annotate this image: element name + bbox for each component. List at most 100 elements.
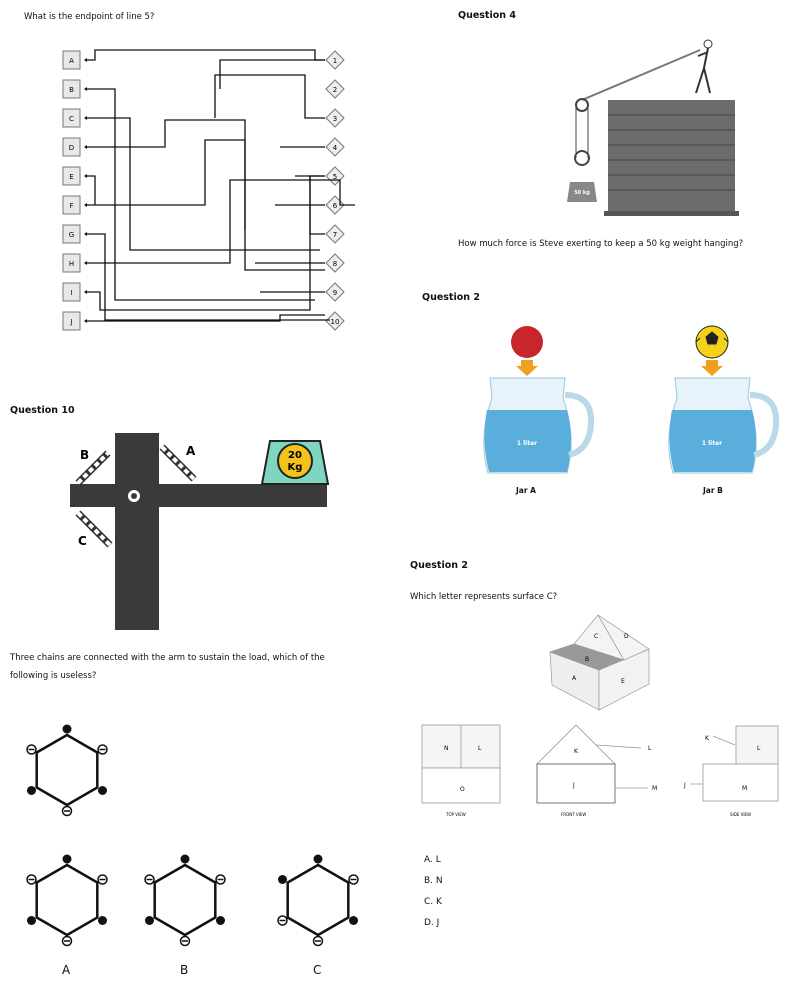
svg-text:M: M — [652, 785, 657, 792]
hexagon-option-a — [35, 863, 99, 937]
q2-jars-heading: Question 2 — [422, 292, 480, 303]
wiring-right-diamond — [325, 50, 345, 70]
wiring-left-box — [62, 311, 81, 331]
svg-text:J: J — [572, 782, 575, 789]
svg-text:K: K — [574, 748, 579, 755]
option-a[interactable]: A. L — [424, 855, 441, 865]
wiring-right-diamond — [325, 224, 345, 244]
q10-question-line1: Three chains are connected with the arm … — [10, 653, 325, 663]
wiring-right-label: 6 — [333, 202, 338, 210]
wiring-left-label: E — [69, 173, 73, 181]
wiring-left-box — [62, 137, 81, 157]
svg-text:B: B — [80, 448, 89, 462]
arrow-icon — [84, 319, 87, 323]
svg-text:K: K — [705, 735, 710, 742]
svg-text:A: A — [572, 675, 577, 682]
svg-text:N: N — [444, 745, 449, 752]
wiring-right-label: 8 — [333, 260, 337, 268]
man-pulling-icon — [695, 47, 711, 94]
wiring-left-box — [62, 224, 81, 244]
svg-text:FRONT VIEW: FRONT VIEW — [561, 812, 586, 817]
wiring-right-label: 2 — [333, 86, 337, 94]
wire-line — [85, 49, 325, 61]
wiring-left-label: D — [69, 144, 74, 152]
wire-line — [85, 233, 330, 321]
black-dot-icon — [349, 916, 359, 925]
hexagon-puzzle — [26, 724, 359, 947]
q10-heading: Question 10 — [10, 405, 75, 416]
wiring-left-label: I — [70, 289, 72, 297]
weight-icon — [567, 182, 597, 202]
svg-text:O: O — [460, 786, 465, 793]
wiring-right-diamond — [325, 108, 345, 128]
hexagon-question — [35, 733, 99, 807]
wiring-right-label: 10 — [331, 318, 340, 326]
arrow-icon — [84, 145, 87, 149]
black-dot-icon — [98, 916, 108, 925]
arrow-icon — [84, 87, 87, 91]
svg-text:J: J — [683, 782, 686, 789]
wiring-left-box — [62, 166, 81, 186]
svg-text:20: 20 — [288, 450, 302, 461]
black-dot-icon — [144, 916, 154, 925]
q4-question: How much force is Steve exerting to keep… — [458, 239, 744, 249]
hexagon-option-c — [286, 863, 350, 937]
wiring-right-label: 3 — [333, 115, 337, 123]
arrow-icon — [84, 58, 87, 62]
black-dot-icon — [313, 854, 323, 864]
wire-line — [85, 179, 355, 264]
arrow-icon — [84, 232, 87, 236]
hex-option-c[interactable]: C — [313, 963, 322, 977]
wiring-left-label: B — [69, 86, 74, 94]
pulley-wall-illustration: 50 kg — [567, 39, 739, 216]
wire-line — [85, 119, 325, 271]
chain-c-icon — [75, 510, 113, 548]
wiring-question: What is the endpoint of line 5? — [24, 12, 155, 22]
wiring-left-label: H — [69, 260, 74, 268]
svg-text:SIDE VIEW: SIDE VIEW — [730, 812, 751, 817]
wiring-left-box — [62, 282, 81, 302]
hex-option-a[interactable]: A — [62, 963, 71, 977]
chain-a-icon — [159, 444, 197, 482]
brick-wall — [608, 100, 735, 212]
svg-text:1 liter: 1 liter — [517, 440, 537, 447]
arrow-icon — [84, 203, 87, 207]
arrow-icon — [84, 116, 87, 120]
wiring-right-label: 9 — [333, 289, 337, 297]
hexagon-option-b — [153, 863, 217, 937]
wiring-right-diamond — [325, 311, 345, 331]
q10-question-line2: following is useless? — [10, 671, 97, 681]
wiring-left-box — [62, 108, 81, 128]
svg-text:Kg: Kg — [288, 462, 303, 473]
wiring-left-box — [62, 50, 81, 70]
wiring-left-label: F — [69, 202, 73, 210]
black-dot-icon — [62, 724, 72, 734]
svg-text:E: E — [621, 678, 625, 685]
black-dot-icon — [26, 916, 36, 925]
wire-line — [85, 175, 96, 205]
wire-line — [255, 262, 325, 293]
hex-option-b[interactable]: B — [180, 963, 189, 977]
jar-a-label: Jar A — [516, 486, 536, 495]
svg-text:L: L — [648, 745, 652, 752]
arrow-icon — [84, 290, 87, 294]
svg-text:L: L — [757, 745, 761, 752]
option-b[interactable]: B. N — [424, 876, 443, 886]
black-dot-icon — [62, 854, 72, 864]
wiring-right-diamond — [325, 253, 345, 273]
wiring-right-label: 1 — [333, 57, 337, 65]
option-c[interactable]: C. K — [424, 897, 442, 907]
wire-line — [85, 117, 320, 251]
wiring-left-label: G — [69, 231, 74, 239]
wiring-left-label: J — [69, 318, 72, 326]
arrow-icon — [84, 261, 87, 265]
jar-a-illustration: 1 liter — [483, 326, 595, 474]
option-d[interactable]: D. J — [424, 918, 440, 928]
q2-surface-question: Which letter represents surface C? — [410, 592, 558, 602]
svg-text:L: L — [478, 745, 482, 752]
svg-text:D: D — [624, 633, 629, 640]
chain-b-icon — [75, 450, 111, 486]
wire-line — [85, 139, 246, 230]
